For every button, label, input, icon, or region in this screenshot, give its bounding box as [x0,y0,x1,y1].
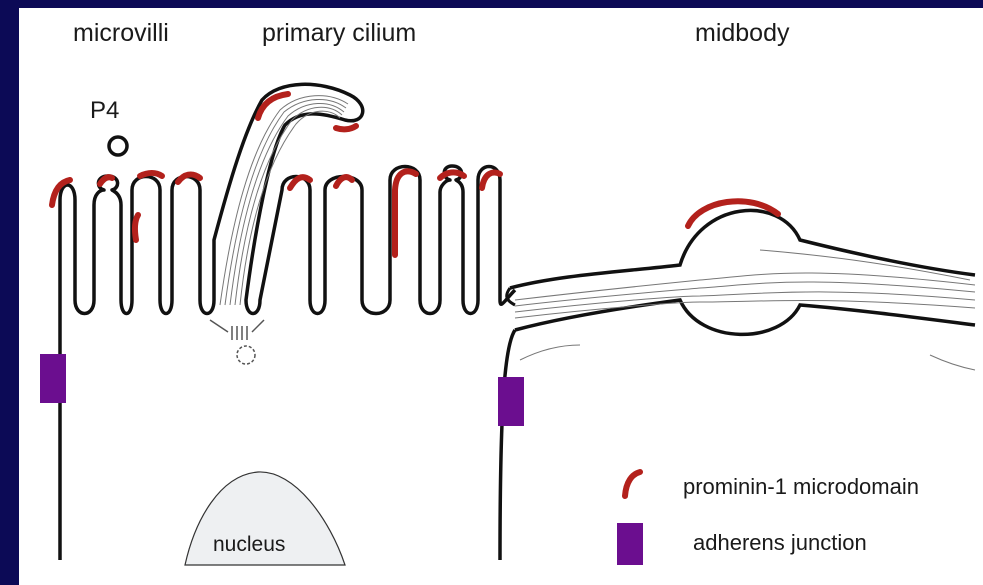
legend-adherens-label: adherens junction [693,530,867,556]
label-nucleus: nucleus [213,533,285,557]
right-cell-membrane [500,330,515,560]
legend-prominin-icon [625,472,640,496]
midbody-bridge-bottom [515,300,975,334]
adherens-junction-left [40,354,66,403]
legend-prominin-label: prominin-1 microdomain [683,474,919,500]
basal-body [210,320,264,364]
adherens-junction-right [498,377,524,426]
label-primary-cilium: primary cilium [262,19,416,48]
p4-vesicle [109,137,127,155]
legend-adherens-icon [617,523,643,565]
label-microvilli: microvilli [73,19,169,48]
midbody-microtubules [515,250,975,370]
label-midbody: midbody [695,19,790,48]
label-p4: P4 [90,97,119,125]
